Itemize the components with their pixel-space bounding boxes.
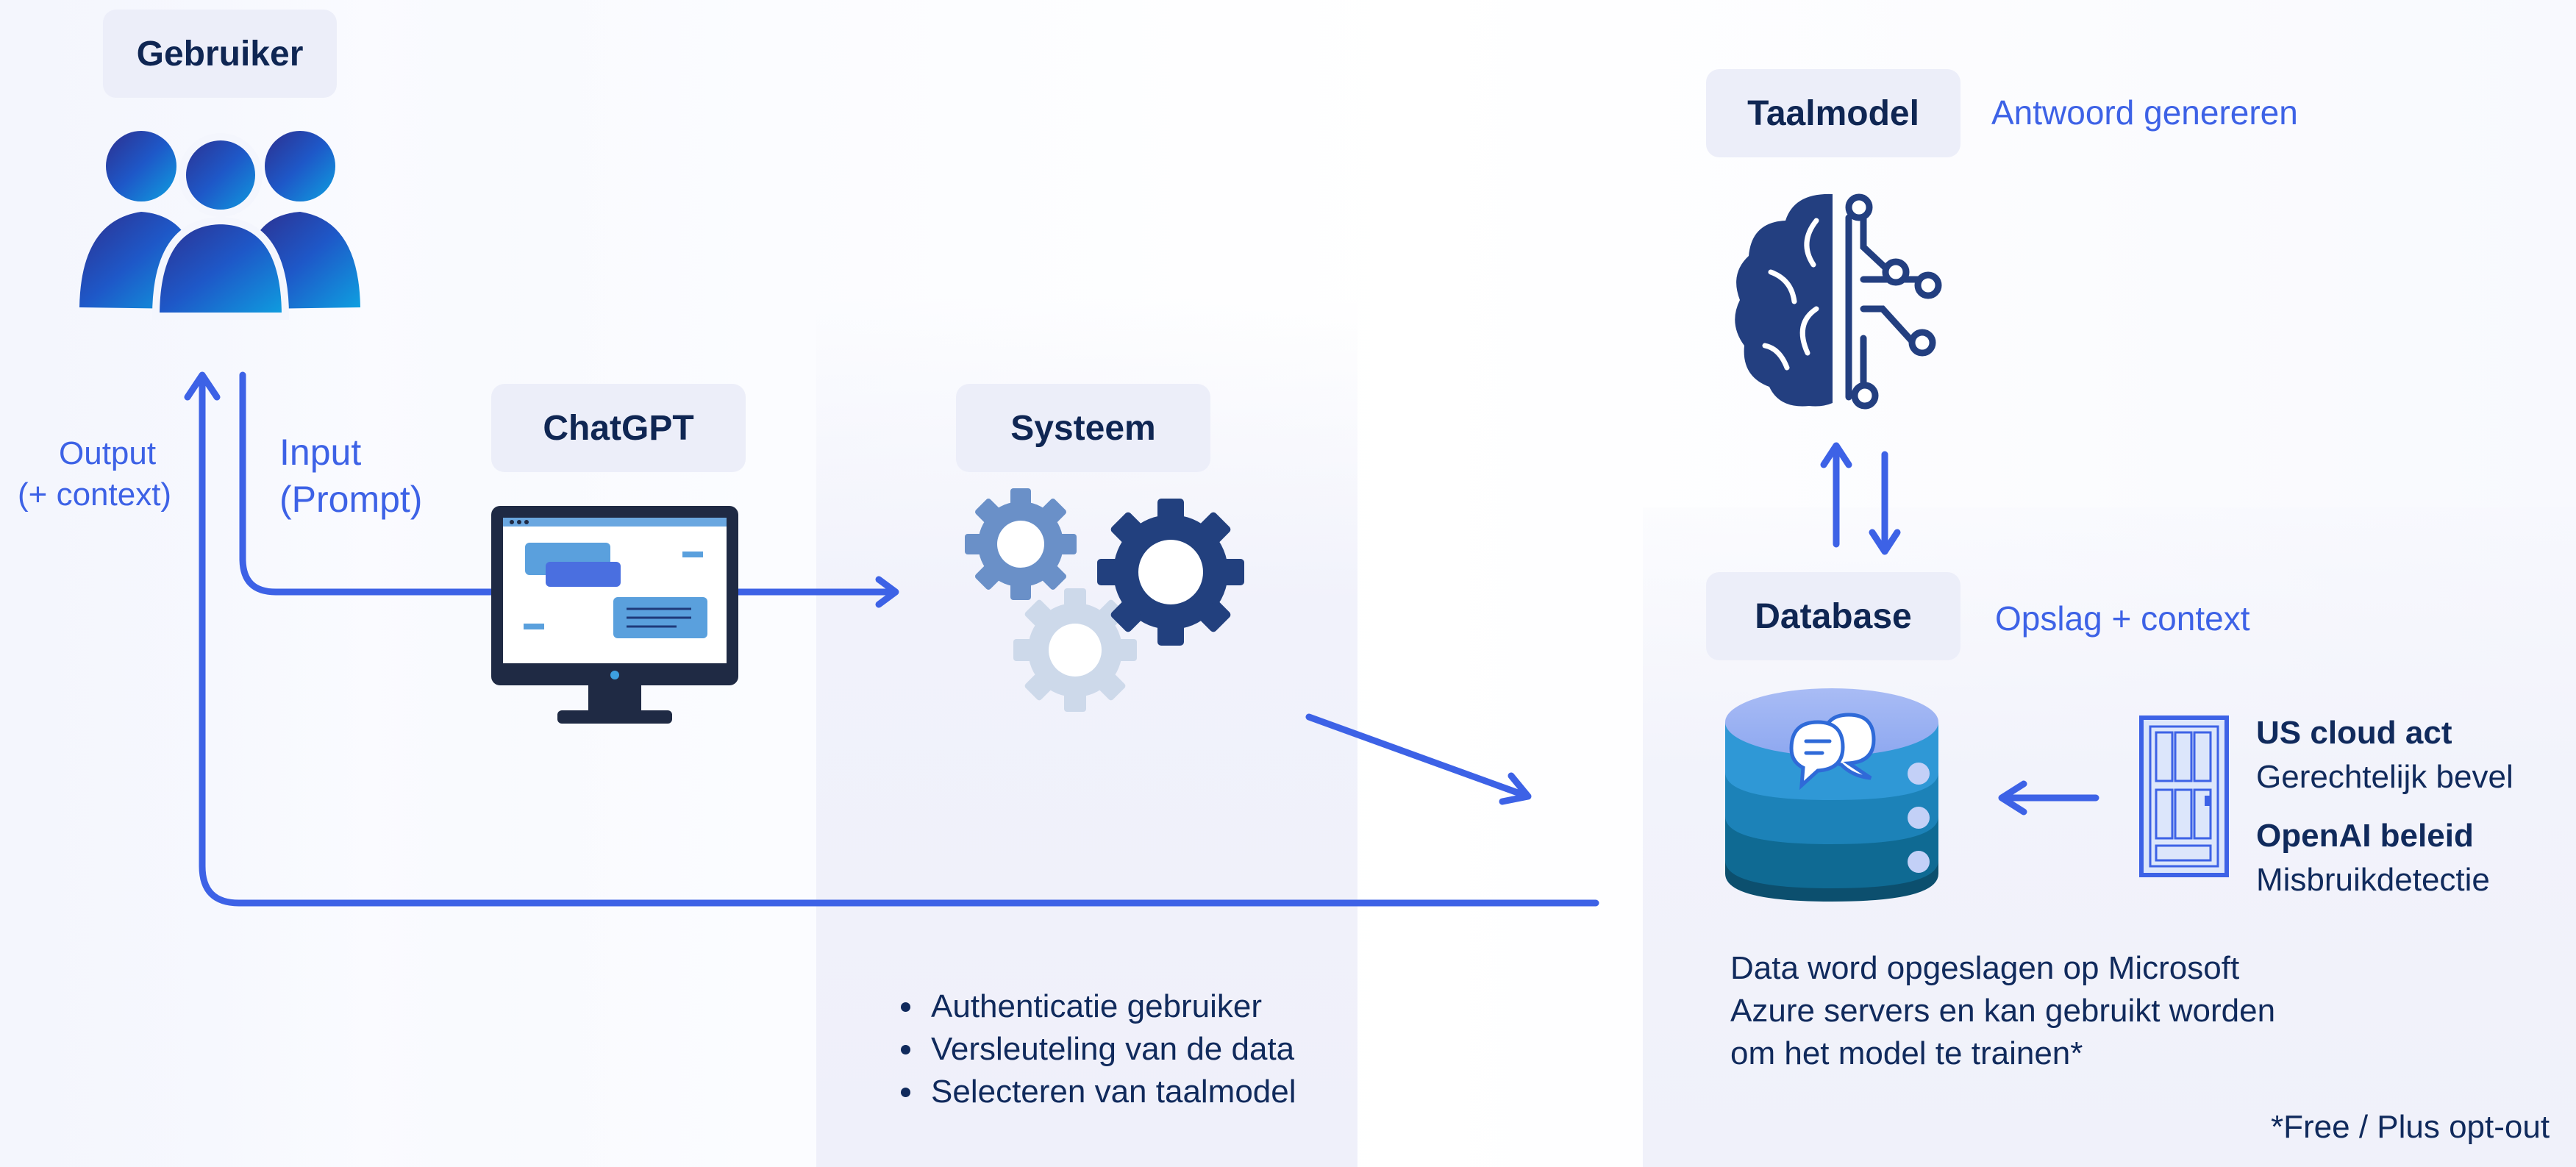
input-label-line2: (Prompt) [279,479,423,520]
storage-note-line3: om het model te trainen* [1730,1035,2083,1071]
system-to-database-connector [1305,713,1530,799]
footnote: *Free / Plus opt-out [2271,1109,2550,1145]
openai-policy-sub: Misbruikdetectie [2256,862,2490,898]
system-function-item: Selecteren van taalmodel [925,1071,1296,1113]
output-label-line2: (+ context) [18,477,172,513]
system-label: Systeem [956,384,1210,472]
openai-policy-title: OpenAI beleid [2256,818,2474,854]
llm-note: Antwoord genereren [1991,93,2298,132]
database-to-llm-arrow [1820,442,1852,548]
system-to-database-arrowhead [1499,772,1532,805]
output-label-line1: Output [59,435,157,471]
system-function-item: Authenticatie gebruiker [925,985,1296,1028]
input-label-line1: Input [279,432,362,473]
user-label: Gebruiker [103,10,337,98]
us-cloud-act-sub: Gerechtelijk bevel [2256,759,2513,795]
output-connector [199,379,1599,907]
llm-to-database-arrow [1869,451,1901,555]
system-function-list: Authenticatie gebruiker Versleuteling va… [890,985,1296,1113]
input-connector [239,371,498,596]
database-note: Opslag + context [1995,599,2250,638]
database-label: Database [1706,572,1960,660]
system-function-item: Versleuteling van de data [925,1028,1296,1071]
llm-label: Taalmodel [1706,69,1960,157]
storage-note-line1: Data word opgeslagen op Microsoft [1730,950,2240,986]
chatgpt-to-system-arrowhead [875,576,899,608]
chatgpt-label: ChatGPT [491,384,746,472]
storage-note-line2: Azure servers en kan gebruikt worden [1730,993,2276,1029]
access-arrow [1998,780,2099,816]
output-arrowhead [184,371,221,401]
us-cloud-act-title: US cloud act [2256,715,2452,751]
